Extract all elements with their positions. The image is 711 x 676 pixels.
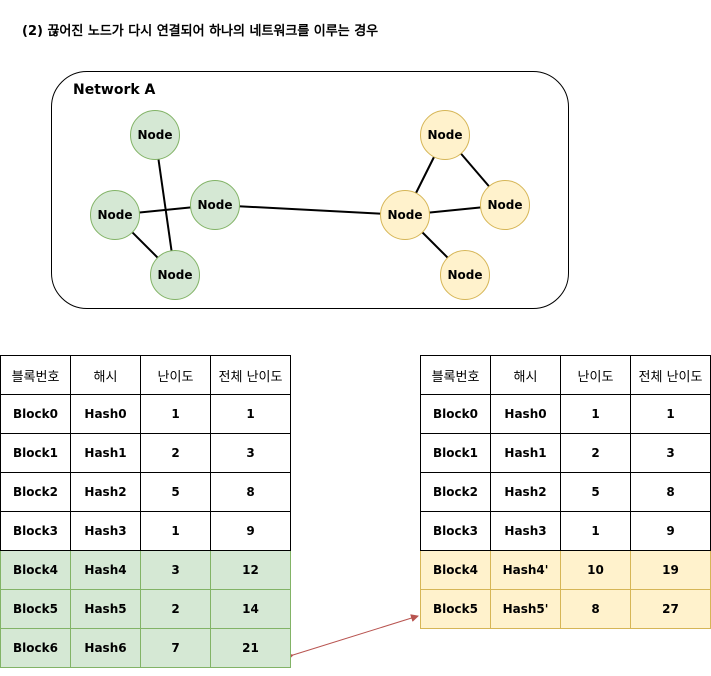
- left-table-cell: Block2: [0, 472, 71, 512]
- node-yellow-3: Node: [480, 180, 530, 230]
- right-table-cell: Block2: [420, 472, 491, 512]
- left-table-cell: Hash2: [70, 472, 141, 512]
- left-table-cell: 2: [140, 433, 211, 473]
- left-table-cell: Block6: [0, 628, 71, 668]
- right-table-header-cell: 해시: [490, 355, 561, 395]
- left-table-cell: 1: [210, 394, 291, 434]
- right-table-cell: 10: [560, 550, 631, 590]
- left-table-cell: 1: [140, 394, 211, 434]
- left-table-header-cell: 해시: [70, 355, 141, 395]
- left-table-header-cell: 전체 난이도: [210, 355, 291, 395]
- left-table-cell: Hash0: [70, 394, 141, 434]
- right-table-cell: 19: [630, 550, 711, 590]
- left-table-cell: 2: [140, 589, 211, 629]
- right-table-cell: Block5: [420, 589, 491, 629]
- right-table-cell: 1: [630, 394, 711, 434]
- right-table-cell: Hash5': [490, 589, 561, 629]
- left-table-cell: 7: [140, 628, 211, 668]
- left-table-cell: 5: [140, 472, 211, 512]
- right-table-cell: Block0: [420, 394, 491, 434]
- right-table-cell: 1: [560, 394, 631, 434]
- left-table-cell: 12: [210, 550, 291, 590]
- right-table-cell: Hash2: [490, 472, 561, 512]
- left-table-cell: Block1: [0, 433, 71, 473]
- left-table-cell: 1: [140, 511, 211, 551]
- node-green-1: Node: [130, 110, 180, 160]
- right-table-cell: Hash3: [490, 511, 561, 551]
- left-table-cell: Hash1: [70, 433, 141, 473]
- left-table-cell: 3: [210, 433, 291, 473]
- right-table-cell: 1: [560, 511, 631, 551]
- left-table-cell: Block0: [0, 394, 71, 434]
- left-table-cell: 3: [140, 550, 211, 590]
- node-yellow-2: Node: [380, 190, 430, 240]
- right-table-cell: Hash1: [490, 433, 561, 473]
- network-a-container: [51, 71, 569, 309]
- node-green-2: Node: [90, 190, 140, 240]
- right-table-cell: 27: [630, 589, 711, 629]
- right-table-cell: 8: [560, 589, 631, 629]
- node-yellow-4: Node: [440, 250, 490, 300]
- node-green-4: Node: [150, 250, 200, 300]
- left-table-cell: Hash6: [70, 628, 141, 668]
- left-table-cell: Block3: [0, 511, 71, 551]
- left-table-header-cell: 블록번호: [0, 355, 71, 395]
- left-table-cell: Hash5: [70, 589, 141, 629]
- right-table-cell: 5: [560, 472, 631, 512]
- right-table-cell: 3: [630, 433, 711, 473]
- node-green-3: Node: [190, 180, 240, 230]
- network-label: Network A: [73, 82, 156, 98]
- right-table-header-cell: 난이도: [560, 355, 631, 395]
- right-table-cell: Hash0: [490, 394, 561, 434]
- left-table-cell: Block5: [0, 589, 71, 629]
- right-table-header-cell: 전체 난이도: [630, 355, 711, 395]
- left-table-cell: 9: [210, 511, 291, 551]
- compare-arrow: [285, 614, 419, 661]
- right-table-cell: 9: [630, 511, 711, 551]
- right-table-cell: Block4: [420, 550, 491, 590]
- page-title: (2) 끊어진 노드가 다시 연결되어 하나의 네트워크를 이루는 경우: [22, 24, 379, 39]
- right-table-cell: Hash4': [490, 550, 561, 590]
- left-table-cell: 8: [210, 472, 291, 512]
- left-table-header-cell: 난이도: [140, 355, 211, 395]
- left-table-cell: 14: [210, 589, 291, 629]
- right-table-cell: 2: [560, 433, 631, 473]
- right-table-cell: 8: [630, 472, 711, 512]
- left-table-cell: Block4: [0, 550, 71, 590]
- left-table-cell: Hash3: [70, 511, 141, 551]
- left-table-cell: 21: [210, 628, 291, 668]
- node-yellow-1: Node: [420, 110, 470, 160]
- right-table-header-cell: 블록번호: [420, 355, 491, 395]
- right-table-cell: Block3: [420, 511, 491, 551]
- right-table-cell: Block1: [420, 433, 491, 473]
- left-table-cell: Hash4: [70, 550, 141, 590]
